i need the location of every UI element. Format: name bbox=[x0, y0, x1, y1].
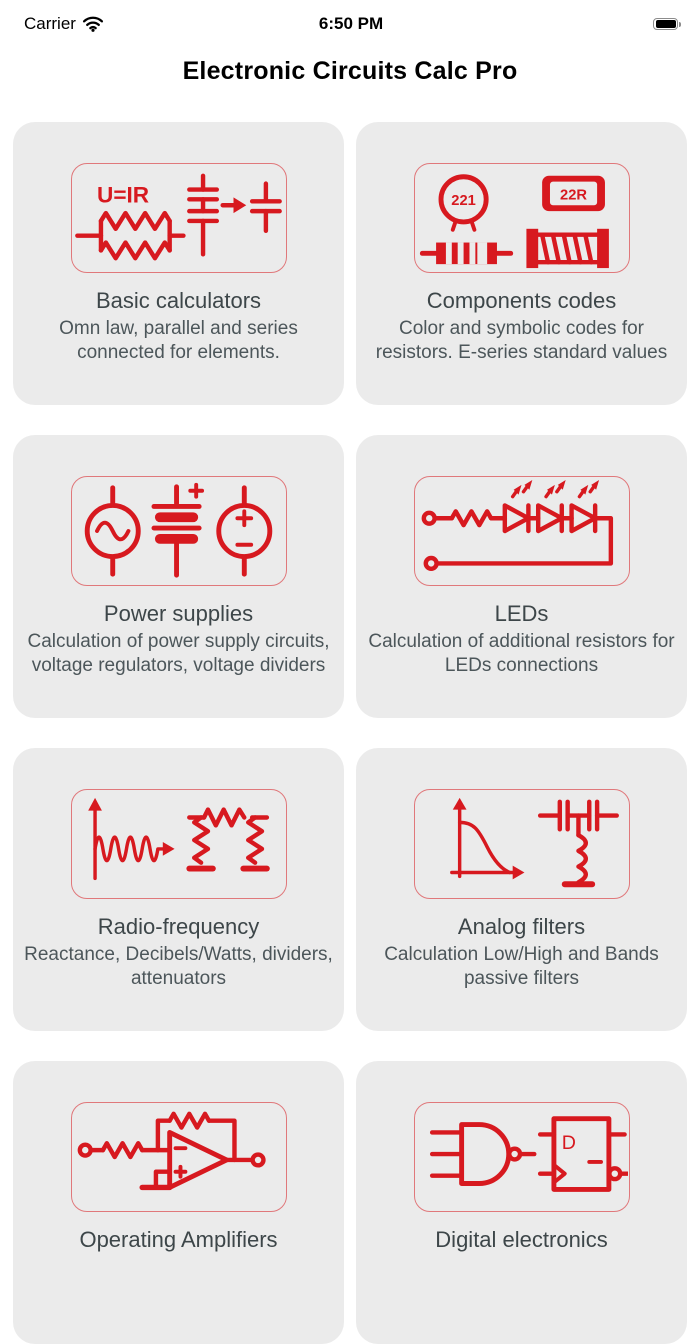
card-title: Power supplies bbox=[103, 601, 254, 626]
filter-response-icon bbox=[413, 789, 630, 899]
status-time: 6:50 PM bbox=[318, 14, 384, 33]
card-description: Color and symbolic codes for resistors. … bbox=[375, 318, 668, 363]
card-title: Operating Amplifiers bbox=[79, 1227, 278, 1252]
card-title: Basic calculators bbox=[95, 288, 262, 313]
card-title: Digital electronics bbox=[435, 1227, 608, 1252]
opamp-circuit-icon bbox=[70, 1102, 287, 1212]
logic-gate-flipflop-icon: D bbox=[413, 1102, 630, 1212]
capacitor-marking-label: 221 bbox=[451, 193, 476, 209]
card-leds[interactable]: LEDs Calculation of additional resistors… bbox=[356, 435, 687, 718]
ohm-law-formula-label: U=IR bbox=[97, 182, 149, 207]
carrier-label: Carrier bbox=[24, 14, 76, 33]
card-description: Reactance, Decibels/Watts, dividers, att… bbox=[24, 944, 333, 989]
flipflop-d-label: D bbox=[561, 1132, 575, 1154]
calculator-grid: U=IR Basic calculators Omn law, parallel… bbox=[13, 122, 687, 1344]
battery-icon bbox=[653, 17, 681, 31]
card-description: Calculation Low/High and Bands passive f… bbox=[384, 944, 659, 989]
card-analog-filters[interactable]: Analog filters Calculation Low/High and … bbox=[356, 748, 687, 1031]
card-basic-calculators[interactable]: U=IR Basic calculators Omn law, parallel… bbox=[13, 122, 344, 405]
led-circuit-icon bbox=[413, 476, 630, 586]
card-title: Analog filters bbox=[457, 914, 586, 939]
card-digital-electronics[interactable]: D Digital electronics bbox=[356, 1061, 687, 1344]
power-sources-icon bbox=[70, 476, 287, 586]
resistor-codes-icon: 221 22R bbox=[413, 163, 630, 273]
card-description: Calculation of power supply circuits, vo… bbox=[27, 631, 330, 676]
card-title: LEDs bbox=[494, 601, 549, 626]
card-operating-amplifiers[interactable]: Operating Amplifiers bbox=[13, 1061, 344, 1344]
rf-signal-attenuator-icon bbox=[70, 789, 287, 899]
card-description: Calculation of additional resistors for … bbox=[368, 631, 675, 676]
status-bar: Carrier 6:50 PM bbox=[0, 0, 700, 40]
card-title: Radio-frequency bbox=[97, 914, 260, 939]
wifi-icon bbox=[82, 16, 103, 32]
card-components-codes[interactable]: 221 22R Com bbox=[356, 122, 687, 405]
ohm-law-resistor-capacitor-icon: U=IR bbox=[70, 163, 287, 273]
card-radio-frequency[interactable]: Radio-frequency Reactance, Decibels/Watt… bbox=[13, 748, 344, 1031]
page-title: Electronic Circuits Calc Pro bbox=[182, 57, 518, 85]
smd-code-label: 22R bbox=[560, 187, 587, 203]
card-power-supplies[interactable]: Power supplies Calculation of power supp… bbox=[13, 435, 344, 718]
card-title: Components codes bbox=[426, 288, 617, 313]
card-description: Omn law, parallel and series connected f… bbox=[59, 318, 298, 363]
